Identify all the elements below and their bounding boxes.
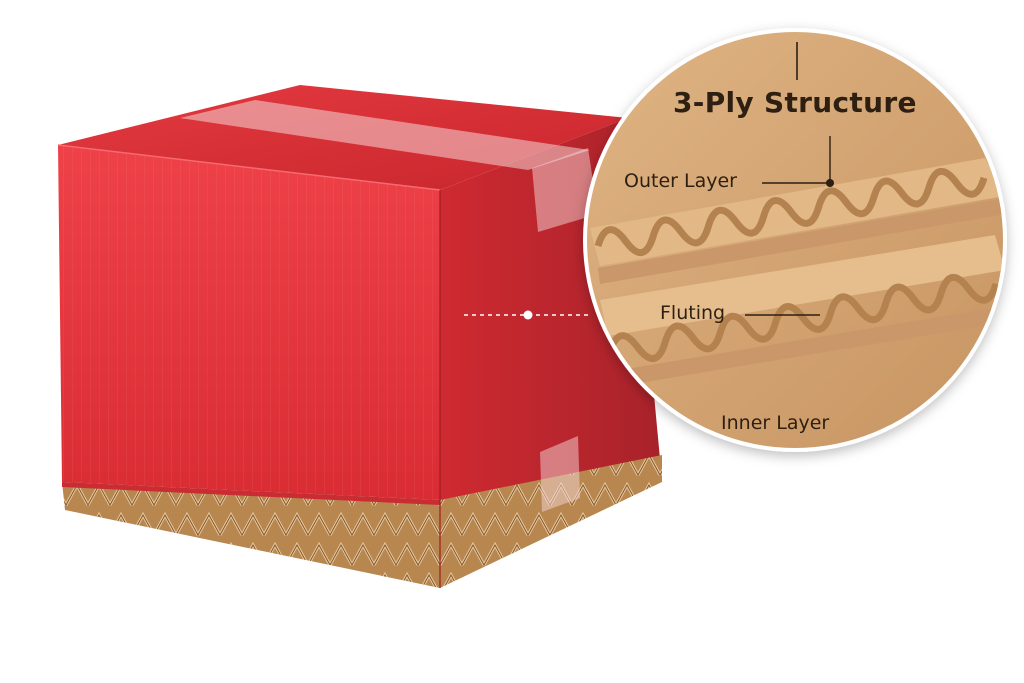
inner-layer-label: Inner Layer <box>721 412 830 434</box>
lower-board-inner-liner <box>608 306 1003 388</box>
zoom-leader-dot <box>523 310 533 320</box>
packing-tape-side-top <box>532 148 598 232</box>
packing-tape-top <box>180 100 590 170</box>
box-top-edge <box>57 144 441 191</box>
box-front-texture <box>58 145 440 500</box>
lower-board-flute <box>606 273 1000 362</box>
box-side-flute-edge <box>440 455 662 588</box>
lower-board-liner <box>600 235 1003 336</box>
box-front-edge-liner <box>62 482 440 505</box>
fluting-label: Fluting <box>660 302 726 324</box>
zoom-circle-content <box>587 32 1003 448</box>
diagram-title: 3-Ply Structure <box>673 86 917 119</box>
outer-layer-label: Outer Layer <box>624 170 737 192</box>
upper-board-flute <box>594 167 988 256</box>
packing-tape-side-bottom <box>540 436 580 512</box>
upper-board-liner <box>590 158 1003 266</box>
box-front-flute-edge <box>62 482 440 588</box>
upper-board-inner-liner <box>598 198 1003 284</box>
outer-layer-connector-dot <box>826 179 834 187</box>
